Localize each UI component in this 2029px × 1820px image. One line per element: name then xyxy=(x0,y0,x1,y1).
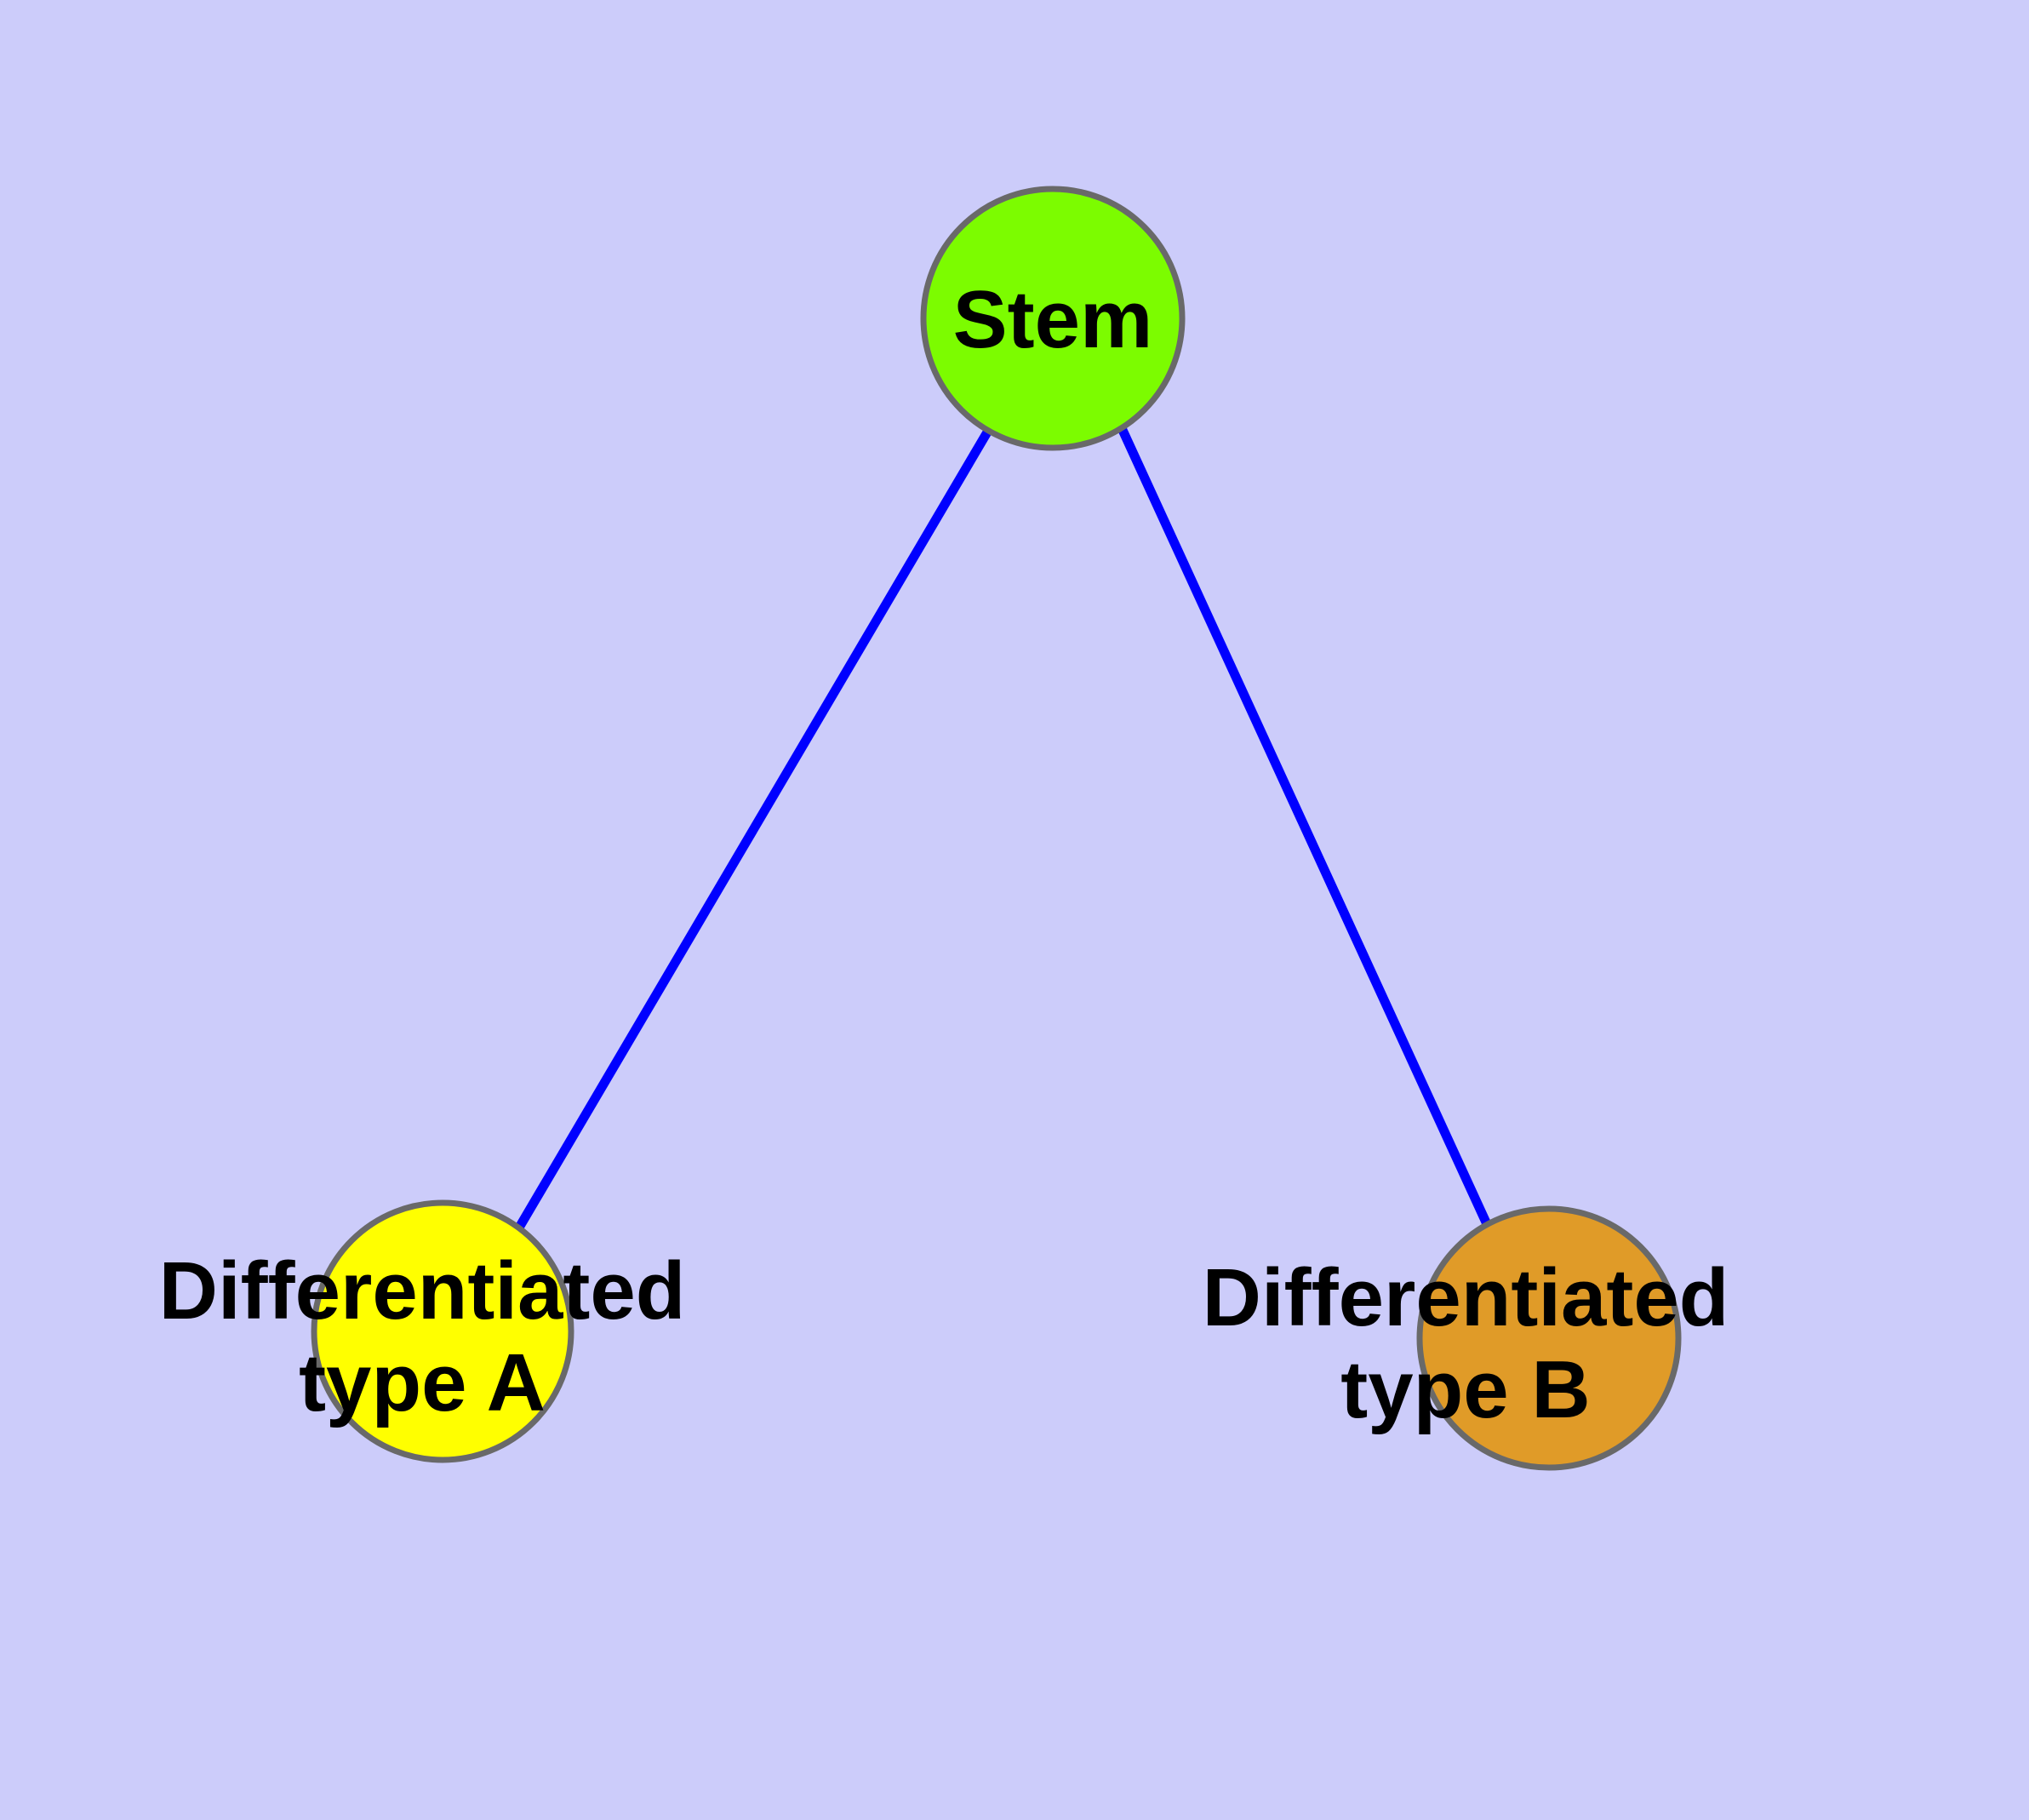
node-label-line2-diff-a: type A xyxy=(299,1337,546,1428)
node-label-line2-diff-b: type B xyxy=(1340,1344,1590,1435)
graph-node-diff-b[interactable] xyxy=(1416,1205,1682,1471)
nodes-group xyxy=(311,186,1682,1471)
graph-node-stem[interactable] xyxy=(920,186,1186,451)
graph-node-diff-a[interactable] xyxy=(311,1199,574,1463)
node-label-line1-diff-b: Differentiated xyxy=(1203,1252,1729,1343)
graph-edge-stem-to-diff-a[interactable] xyxy=(515,428,992,1230)
node-label-stem: Stem xyxy=(953,274,1153,365)
edges-group xyxy=(515,426,1491,1230)
graph-edge-stem-to-diff-b[interactable] xyxy=(1117,426,1491,1227)
node-label-line1-diff-a: Differentiated xyxy=(159,1245,686,1336)
node-label-line1-stem: Stem xyxy=(953,274,1153,365)
